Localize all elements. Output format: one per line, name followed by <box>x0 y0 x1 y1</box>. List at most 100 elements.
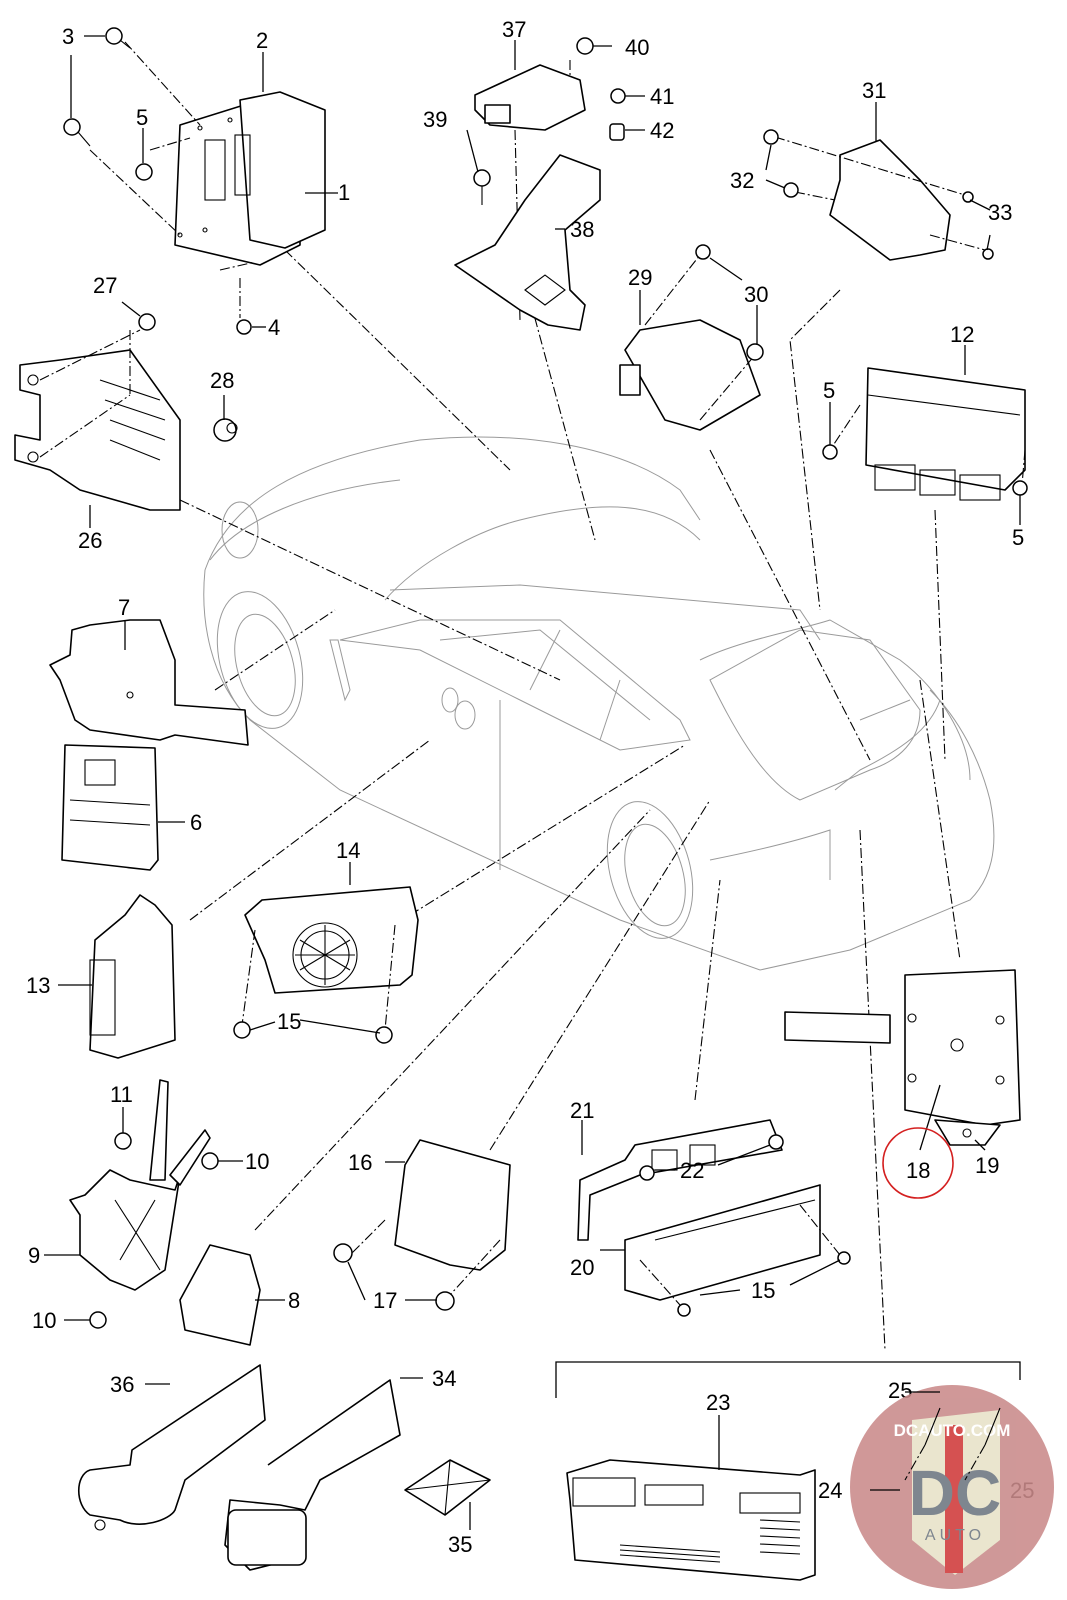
part-module-12 <box>829 367 1026 501</box>
callout-16: 16 <box>348 1150 372 1175</box>
callout-5a: 5 <box>136 105 148 130</box>
callout-28: 28 <box>210 368 234 393</box>
part-bracket-7 <box>49 619 249 746</box>
callout-37: 37 <box>502 17 526 42</box>
callout-11: 11 <box>110 1082 133 1107</box>
callout-3a: 3 <box>62 24 74 49</box>
callout-42: 42 <box>650 118 674 143</box>
callout-17: 17 <box>373 1288 397 1313</box>
highlight-circle-18 <box>882 1127 954 1199</box>
callout-leader-lines <box>44 35 1021 1530</box>
callout-12: 12 <box>950 322 974 347</box>
callout-27: 27 <box>93 273 117 298</box>
part-control-unit-23 <box>566 1459 816 1581</box>
fastener-nut-30a <box>695 244 711 260</box>
fastener-nut-11 <box>114 1132 132 1150</box>
fastener-nut-15c <box>837 1251 851 1265</box>
callout-21: 21 <box>570 1098 594 1123</box>
fastener-nut-30b <box>746 343 764 361</box>
fastener-nut-15a <box>233 1021 251 1039</box>
part-bracket-38 <box>454 154 601 331</box>
fastener-bolt-4 <box>236 319 252 335</box>
callout-29: 29 <box>628 265 652 290</box>
fastener-screw-33b <box>982 248 994 260</box>
fastener-spacer-42 <box>609 123 625 141</box>
callout-34: 34 <box>432 1366 456 1391</box>
callout-22: 22 <box>680 1158 704 1183</box>
callout-38: 38 <box>570 217 594 242</box>
fastener-nut-32b <box>783 182 799 198</box>
callout-23: 23 <box>706 1390 730 1415</box>
callout-32: 32 <box>730 168 754 193</box>
fastener-nut-15b <box>375 1026 393 1044</box>
fastener-nut-27 <box>138 313 156 331</box>
part-module-8 <box>179 1244 261 1346</box>
watermark-badge: DCAUTO.COM DC AUTO <box>850 1385 1054 1589</box>
part-bracket-34 <box>224 1379 401 1571</box>
callout-13: 13 <box>26 973 50 998</box>
fastener-nut-32a <box>763 129 779 145</box>
assembly-leader-lines <box>179 60 961 1351</box>
fastener-nut-15d <box>677 1303 691 1317</box>
callout-14: 14 <box>336 838 360 863</box>
callout-10b: 10 <box>32 1308 56 1333</box>
callout-33: 33 <box>988 200 1012 225</box>
fastener-bolt-39 <box>473 169 491 205</box>
assembly-bracket-23-25 <box>555 1361 1021 1398</box>
part-bracket-36 <box>77 1364 266 1531</box>
fastener-nut-22a <box>639 1165 655 1181</box>
callout-35: 35 <box>448 1532 472 1557</box>
callout-20: 20 <box>570 1255 594 1280</box>
part-module-31 <box>774 136 986 261</box>
fastener-nut-10a <box>201 1152 219 1170</box>
callout-18[interactable]: 18 <box>906 1158 930 1183</box>
part-module-29 <box>619 254 761 431</box>
part-module-18 <box>784 969 1021 1126</box>
callout-39: 39 <box>423 107 447 132</box>
fastener-nut-5c <box>1012 480 1028 496</box>
callout-36: 36 <box>110 1372 134 1397</box>
callout-40: 40 <box>625 35 649 60</box>
part-ecu-6 <box>61 744 159 871</box>
fastener-screw-33a <box>962 191 974 203</box>
callout-41: 41 <box>650 84 674 109</box>
callout-labels: 1 2 3 3 4 5 5 5 6 7 8 9 10 10 11 12 13 1… <box>26 17 1034 1557</box>
callout-10a: 10 <box>245 1149 269 1174</box>
part-module-13 <box>89 894 176 1059</box>
fastener-nut-40 <box>576 37 594 55</box>
fastener-nut-28 <box>213 418 238 442</box>
callout-5b: 5 <box>823 378 835 403</box>
fastener-nut-5b <box>822 444 838 460</box>
fastener-nut-17b <box>435 1291 455 1311</box>
callout-1: 1 <box>338 180 350 205</box>
vehicle-outline <box>203 436 995 971</box>
part-mount-35 <box>404 1459 491 1516</box>
fastener-bolt-3a <box>105 27 131 49</box>
part-bracket-26 <box>14 329 181 511</box>
callout-24: 24 <box>818 1478 842 1503</box>
part-module-20 <box>624 1184 841 1306</box>
part-bracket-9 <box>69 1079 211 1291</box>
callout-4: 4 <box>268 315 280 340</box>
part-module-37 <box>474 64 586 131</box>
callout-15b: 15 <box>751 1278 775 1303</box>
fastener-nut-17a <box>333 1243 353 1263</box>
part-ecu-bracket-1-2 <box>89 41 326 318</box>
callout-5c: 5 <box>1012 525 1024 550</box>
fastener-bolt-3b <box>63 118 91 147</box>
part-bracket-19 <box>934 1119 1001 1146</box>
callout-15a: 15 <box>277 1009 301 1034</box>
callout-9: 9 <box>28 1243 40 1268</box>
fastener-nut-22b <box>768 1134 784 1150</box>
watermark-top-text: DCAUTO.COM <box>894 1421 1011 1440</box>
watermark-stripe <box>945 1425 963 1573</box>
callout-26: 26 <box>78 528 102 553</box>
watermark-logo-letters: DC <box>909 1457 1001 1529</box>
callout-31: 31 <box>862 78 886 103</box>
callout-30: 30 <box>744 282 768 307</box>
callout-19: 19 <box>975 1153 999 1178</box>
fastener-nut-5a <box>135 163 153 181</box>
part-speaker-14 <box>241 886 419 1031</box>
callout-8: 8 <box>288 1288 300 1313</box>
